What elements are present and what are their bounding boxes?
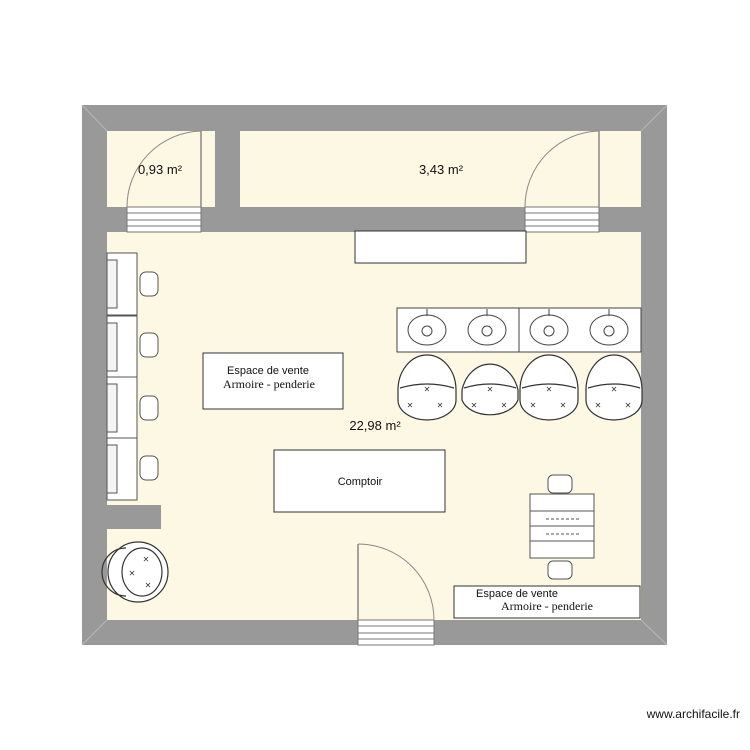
svg-text:✕: ✕ bbox=[424, 385, 431, 394]
salon-chair: ✕ ✕ ✕ bbox=[397, 354, 457, 421]
svg-text:✕: ✕ bbox=[546, 385, 553, 394]
counter: Comptoir bbox=[273, 449, 446, 513]
care-table bbox=[529, 474, 595, 580]
round-chair: ✕ ✕ ✕ bbox=[101, 541, 169, 603]
wall-stub bbox=[107, 505, 161, 529]
watermark: www.archifacile.fr bbox=[646, 707, 740, 721]
chair bbox=[139, 395, 159, 421]
svg-text:✕: ✕ bbox=[145, 581, 152, 590]
chair bbox=[139, 332, 159, 358]
door-corridor-room[interactable] bbox=[524, 130, 600, 233]
basin bbox=[467, 314, 507, 346]
svg-text:✕: ✕ bbox=[560, 401, 567, 410]
salon-chair: ✕ ✕ ✕ bbox=[519, 354, 579, 421]
top-shelf bbox=[354, 230, 527, 264]
svg-text:✕: ✕ bbox=[611, 385, 618, 394]
floor-corridor-room bbox=[240, 131, 641, 207]
display-1-subtitle: Armoire - penderie bbox=[223, 377, 315, 391]
svg-text:✕: ✕ bbox=[143, 555, 150, 564]
dressing-tables-left bbox=[106, 252, 159, 501]
area-main-room: 22,98 m² bbox=[349, 418, 401, 433]
wash-basins bbox=[396, 307, 642, 353]
chair bbox=[139, 455, 159, 481]
stool bbox=[547, 560, 573, 580]
salon-chair: ✕ ✕ ✕ bbox=[585, 354, 643, 421]
wall-bevels bbox=[81, 104, 668, 646]
svg-text:✕: ✕ bbox=[407, 401, 414, 410]
svg-text:✕: ✕ bbox=[471, 401, 478, 410]
display-1-title: Espace de vente bbox=[227, 365, 309, 377]
svg-text:✕: ✕ bbox=[530, 401, 537, 410]
stool bbox=[547, 474, 573, 494]
salon-chair: ✕ ✕ ✕ bbox=[461, 363, 519, 416]
display-unit-2: Espace de vente Armoire - penderie bbox=[453, 585, 641, 619]
salon-chairs: ✕ ✕ ✕ ✕ ✕ ✕ ✕ ✕ ✕ ✕ ✕ ✕ bbox=[397, 354, 643, 421]
svg-text:✕: ✕ bbox=[437, 401, 444, 410]
area-corridor-room: 3,43 m² bbox=[419, 162, 464, 177]
svg-text:✕: ✕ bbox=[129, 569, 136, 578]
basin bbox=[529, 314, 569, 346]
chair bbox=[139, 271, 159, 297]
svg-text:✕: ✕ bbox=[501, 401, 508, 410]
basin bbox=[589, 314, 629, 346]
basin bbox=[407, 314, 447, 346]
area-small-room: 0,93 m² bbox=[138, 162, 183, 177]
counter-label: Comptoir bbox=[338, 476, 383, 488]
svg-text:✕: ✕ bbox=[595, 401, 602, 410]
display-2-subtitle: Armoire - penderie bbox=[501, 599, 593, 613]
svg-text:✕: ✕ bbox=[487, 385, 494, 394]
svg-text:✕: ✕ bbox=[625, 401, 632, 410]
door-entrance[interactable] bbox=[357, 543, 435, 646]
door-small-room[interactable] bbox=[126, 130, 202, 233]
display-2-title: Espace de vente bbox=[476, 588, 558, 600]
display-unit-1: Espace de vente Armoire - penderie bbox=[202, 352, 344, 410]
